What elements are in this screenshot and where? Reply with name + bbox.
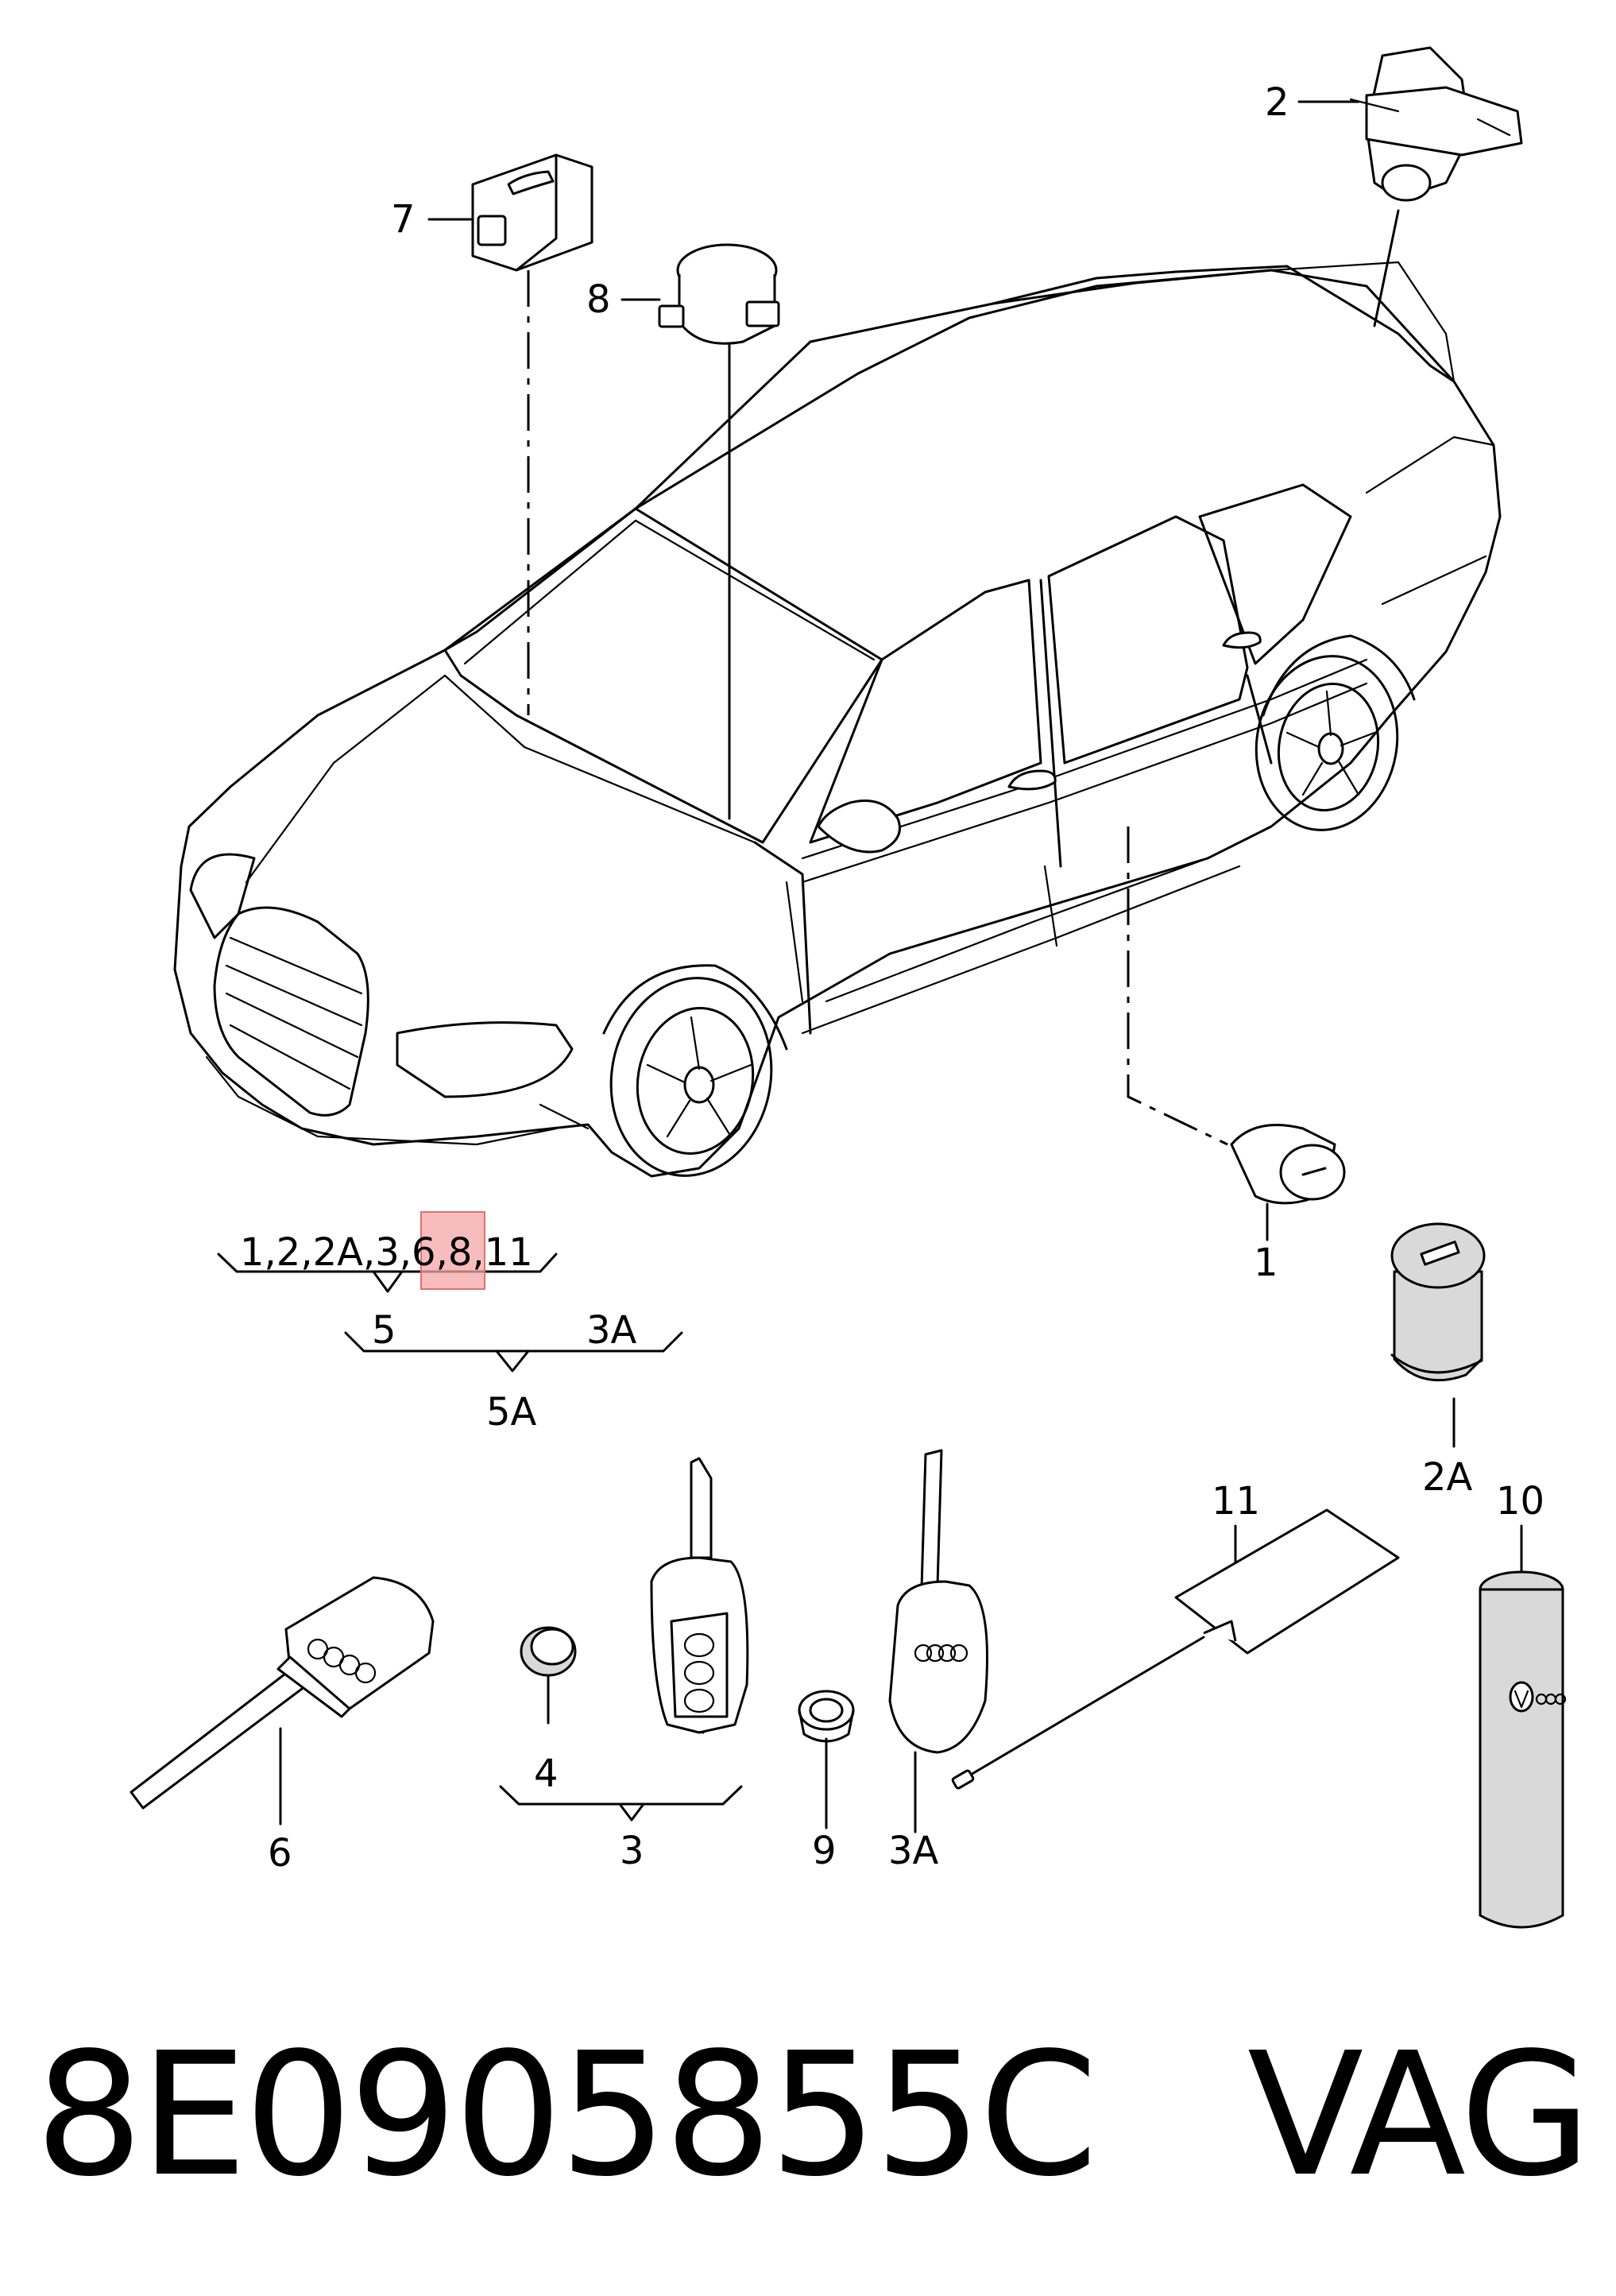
set-3a-label: 3A [586, 1308, 637, 1353]
part-1-lock-cylinder [1230, 1124, 1346, 1205]
part-number-footer: 8E0905855C VAG [35, 2031, 1591, 2201]
set-tree [217, 1253, 743, 1822]
set-5-label: 5 [372, 1308, 396, 1353]
callout-3: 3 [620, 1829, 644, 1873]
callout-8: 8 [586, 277, 611, 322]
part-11-antenna [951, 1508, 1400, 1790]
part-10-tube [1479, 1570, 1567, 1929]
callout-3a: 3A [888, 1829, 939, 1873]
callout-4: 4 [534, 1752, 559, 1796]
part-6-emergency-key [130, 1576, 435, 1810]
part-3a-remote-key [888, 1449, 988, 1754]
brand-label: VAG [1247, 2016, 1591, 2214]
leader-lines [279, 100, 1523, 1833]
part-7-switch [471, 153, 593, 272]
set-5a-label: 5A [486, 1390, 537, 1435]
part-number: 8E0905855C [35, 2016, 1098, 2214]
callout-7: 7 [391, 197, 416, 242]
callout-10: 10 [1496, 1479, 1544, 1524]
part-4-battery [520, 1626, 577, 1677]
callout-2: 2 [1265, 80, 1289, 125]
callout-1: 1 [1254, 1241, 1278, 1285]
callout-11: 11 [1212, 1479, 1260, 1524]
part-2a-cylinder [1390, 1222, 1486, 1382]
set-5-contents: 1,2,2A,3,6,8,11 [240, 1230, 533, 1275]
part-8-sensor [658, 243, 780, 345]
part-2-lock-housing [1349, 46, 1523, 202]
callout-9: 9 [812, 1829, 837, 1873]
callout-2a: 2A [1422, 1455, 1473, 1500]
highlight-box [420, 1211, 485, 1290]
car-illustration [173, 261, 1502, 1178]
callout-labels: 7 8 2 1 2A 11 10 4 3 9 3A 6 1,2,2A,3,6,8… [240, 80, 1544, 1876]
part-9-ring [798, 1690, 855, 1743]
part-3-folding-key [650, 1457, 749, 1734]
callout-6: 6 [268, 1831, 292, 1876]
